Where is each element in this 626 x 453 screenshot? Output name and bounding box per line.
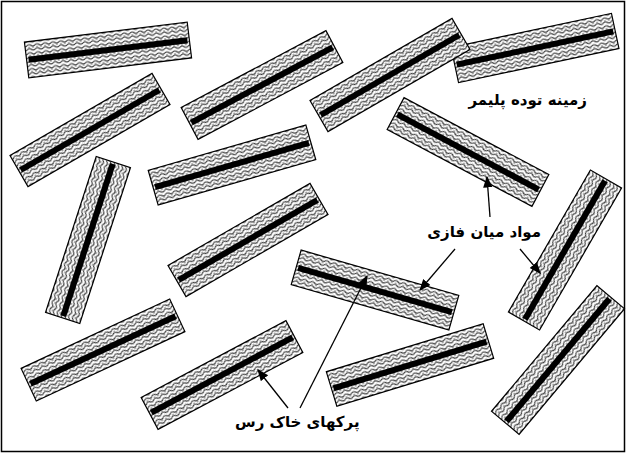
- leader-arrow: [487, 177, 490, 217]
- clay-platelet: [291, 250, 459, 330]
- leader-arrow: [420, 249, 455, 290]
- leader-arrow: [300, 276, 367, 408]
- clay-platelet: [24, 22, 191, 78]
- clay-platelet: [21, 299, 185, 401]
- leader-arrow: [520, 249, 540, 273]
- part-label: پرکهای خاک رس: [232, 412, 363, 432]
- clay-platelet: [310, 18, 470, 131]
- clay-platelet: [387, 98, 549, 207]
- part-label: زمینه توده پلیمر: [465, 90, 590, 110]
- part-label: مواد میان فازی: [424, 222, 544, 242]
- clay-platelet: [181, 31, 343, 140]
- clay-platelet: [451, 13, 619, 82]
- leader-arrow: [258, 370, 288, 408]
- clay-platelet: [46, 156, 131, 323]
- clay-platelet: [492, 286, 625, 435]
- clay-platelet: [148, 125, 316, 205]
- clay-platelet: [10, 73, 170, 186]
- clay-platelet: [326, 324, 493, 406]
